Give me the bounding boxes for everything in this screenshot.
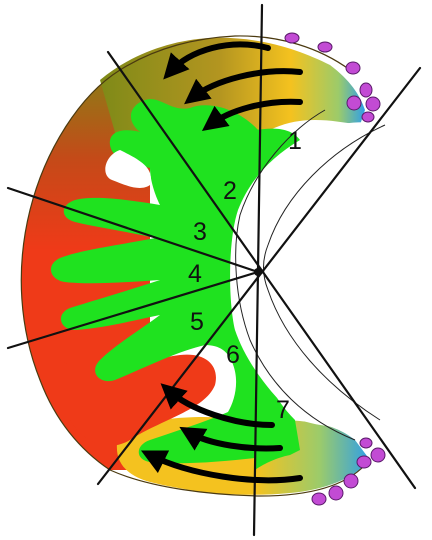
arrow-bottom-2: [179, 426, 283, 452]
line-diagonal-3: [6, 270, 260, 350]
region-label-2: 2: [223, 177, 237, 205]
region-label-7: 7: [276, 396, 290, 424]
cell: [317, 41, 333, 53]
line-diagonal-4: [96, 66, 422, 486]
arrow-bottom-1: [160, 383, 275, 428]
cell: [365, 96, 381, 112]
cell: [328, 485, 344, 501]
cell: [346, 95, 362, 111]
arrow-top-1: [163, 41, 271, 80]
flow-arrows: [140, 41, 303, 484]
line-diagonal-1: [106, 50, 417, 490]
cortex-outline-top: [119, 35, 351, 71]
region-label-4: 4: [188, 260, 202, 288]
cell: [343, 473, 359, 489]
ventricle-cavity: [230, 122, 385, 427]
region-labels: 1 2 3 4 5 6 7: [188, 127, 302, 424]
inner-outline-top: [263, 124, 386, 421]
cell: [356, 455, 372, 469]
cell: [359, 437, 373, 449]
cell: [359, 82, 373, 98]
cell: [311, 492, 327, 506]
arrow-top-2: [184, 68, 303, 105]
sulcus-notch: [105, 150, 151, 188]
cell: [361, 111, 375, 123]
cell: [284, 32, 300, 44]
inner-outline-bottom: [235, 109, 356, 441]
line-diagonal-2: [6, 186, 260, 274]
cell-cluster-bottom: [311, 437, 386, 506]
region-label-6: 6: [226, 341, 240, 369]
center-point: [254, 268, 262, 276]
cell: [345, 61, 361, 75]
cell: [370, 447, 386, 463]
region-label-1: 1: [288, 127, 302, 155]
cell-cluster-top: [284, 32, 381, 123]
arrow-top-3: [201, 98, 303, 132]
arrow-bottom-3: [140, 450, 303, 484]
region-label-5: 5: [190, 308, 204, 336]
region-label-3: 3: [193, 218, 207, 246]
cortex-outline: [20, 69, 366, 497]
